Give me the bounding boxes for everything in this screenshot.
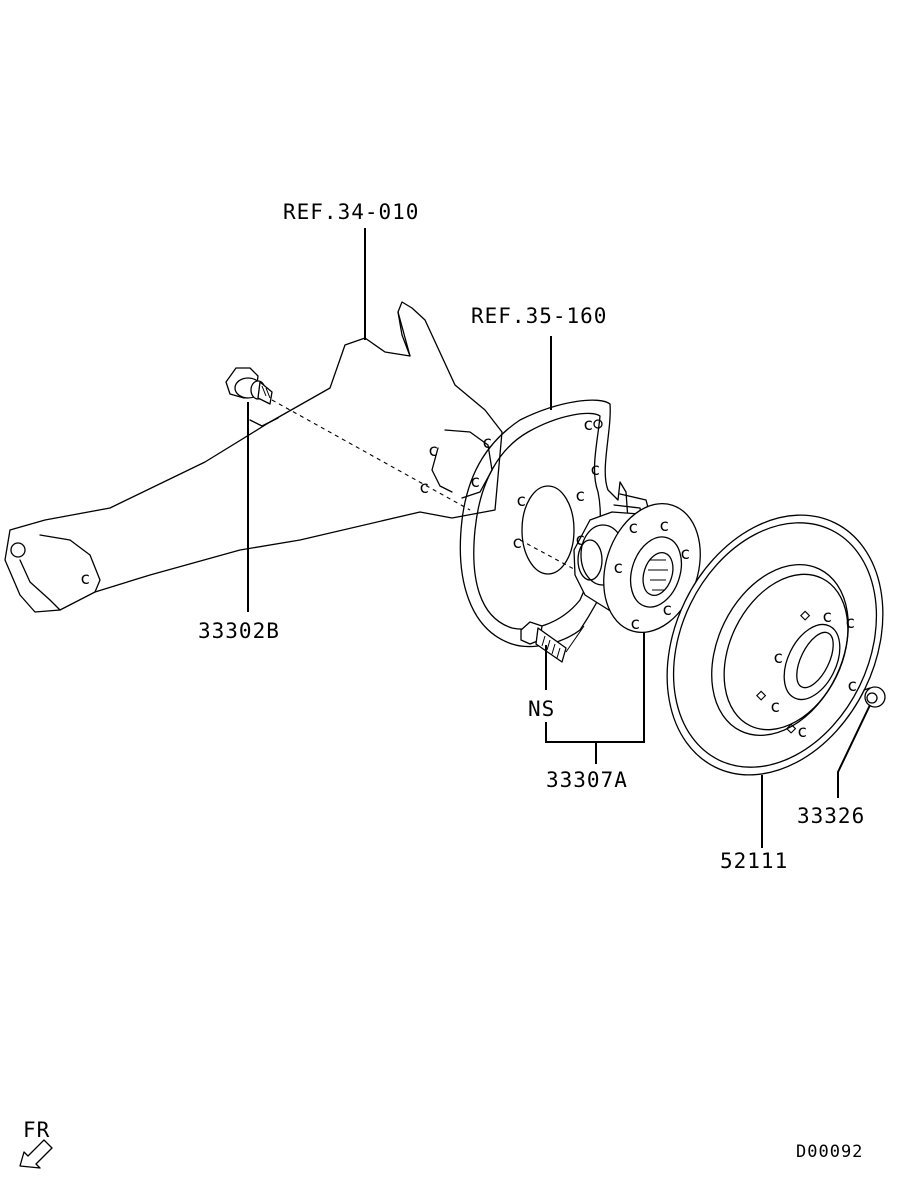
arrow-down-left-icon [19, 1139, 53, 1169]
label-ns: NS [528, 697, 555, 721]
svg-text:c: c [659, 516, 670, 536]
svg-text:c: c [680, 544, 691, 564]
svg-text:c: c [516, 491, 527, 511]
label-disc[interactable]: 52111 [720, 849, 788, 873]
svg-text:◇: ◇ [756, 685, 767, 705]
svg-text:c: c [797, 722, 808, 742]
svg-text:c: c [419, 478, 430, 498]
svg-text:c: c [590, 460, 601, 480]
svg-text:◇: ◇ [800, 605, 811, 625]
label-ref-plate[interactable]: REF.35-160 [471, 304, 607, 328]
front-label: FR [23, 1118, 50, 1142]
brake-disc-part: c c c c c c ◇ ◇ ◇ [666, 514, 884, 776]
svg-text:c: c [773, 648, 784, 668]
leader-screw [837, 704, 871, 798]
bolt-axis-line [271, 399, 471, 511]
svg-text:c: c [613, 558, 624, 578]
hub-stud-part [520, 621, 585, 663]
front-indicator: FR [19, 1118, 53, 1169]
screw-33326-part [863, 686, 886, 708]
svg-text:c: c [583, 415, 594, 435]
svg-text:c: c [575, 486, 586, 506]
svg-text:c: c [845, 613, 856, 633]
diagram-code: D00092 [796, 1142, 863, 1162]
svg-text:c: c [512, 533, 523, 553]
hub-assembly-part: c c c c c c c [573, 493, 701, 634]
svg-text:c: c [482, 433, 493, 453]
leader-hub-bracket [545, 632, 645, 764]
svg-text:c: c [80, 569, 91, 589]
svg-text:c: c [470, 472, 481, 492]
backing-plate-part: c c c c c [459, 399, 629, 648]
axle-housing-part: c c c c c [4, 301, 503, 613]
label-ref-axle[interactable]: REF.34-010 [283, 200, 419, 224]
svg-text:c: c [847, 676, 858, 696]
bolt-33302b-part [225, 367, 273, 405]
svg-text:c: c [822, 607, 833, 627]
svg-text:◇: ◇ [786, 718, 797, 738]
label-bolt[interactable]: 33302B [198, 619, 280, 643]
svg-text:c: c [630, 614, 641, 634]
label-screw[interactable]: 33326 [797, 804, 865, 828]
svg-text:c: c [628, 518, 639, 538]
label-hub[interactable]: 33307A [546, 768, 628, 792]
svg-text:c: c [770, 697, 781, 717]
svg-text:c: c [662, 600, 673, 620]
svg-text:c: c [575, 530, 586, 550]
svg-text:c: c [428, 441, 439, 461]
